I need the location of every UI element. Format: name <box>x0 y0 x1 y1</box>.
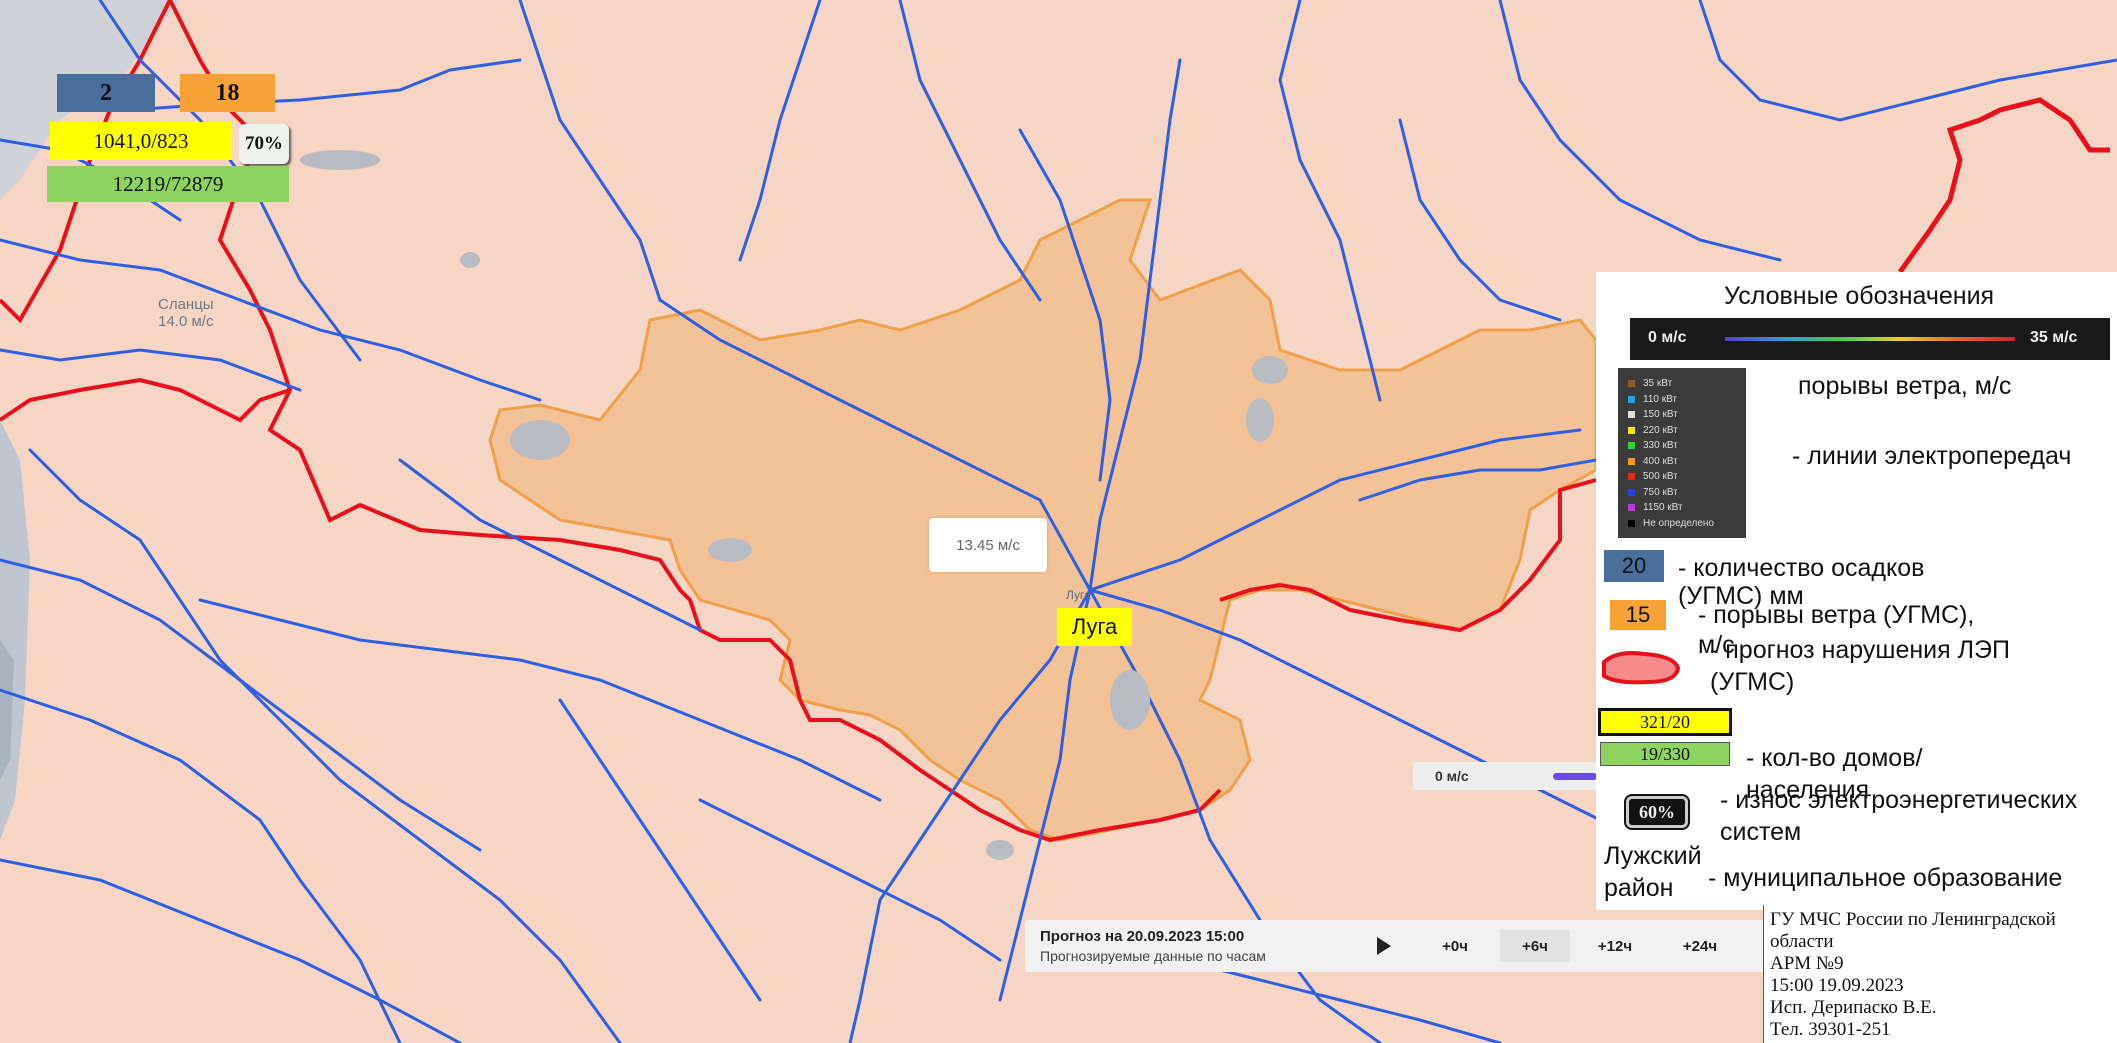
line-class-label: 220 кВт <box>1643 424 1678 436</box>
houses-box: 1041,0/823 <box>50 122 232 160</box>
line-class-item: 1150 кВт <box>1628 500 1746 516</box>
wind-popup[interactable]: 13.45 м/с <box>929 518 1047 572</box>
scale-gradient <box>1553 773 1597 780</box>
line-class-swatch <box>1628 519 1635 527</box>
legend-population-sample: 19/330 <box>1600 742 1730 766</box>
colorbar-gradient <box>1725 337 2015 341</box>
line-class-label: 330 кВт <box>1643 440 1678 452</box>
line-class-swatch <box>1628 473 1635 481</box>
line-class-label: 500 кВт <box>1643 471 1678 483</box>
forecast-button-0h[interactable]: +0ч <box>1442 937 1468 955</box>
line-class-item: 110 кВт <box>1628 392 1746 408</box>
info-block: ГУ МЧС России по Ленинградской области А… <box>1763 905 2117 1043</box>
line-class-item: 400 кВт <box>1628 454 1746 470</box>
legend-district-sample: Лужский район <box>1604 842 1702 902</box>
city-label-slantsy: Сланцы 14.0 м/с <box>158 296 214 330</box>
legend-panel: Условные обозначения 0 м/с 35 м/с порывы… <box>1596 272 2117 910</box>
wind-box: 18 <box>180 74 275 112</box>
district-label-luga[interactable]: Луга <box>1057 608 1132 646</box>
legend-title: Условные обозначения <box>1724 282 1995 310</box>
line-class-item: Не определено <box>1628 516 1746 532</box>
info-line-5: Исп. Дерипаско В.Е. <box>1770 997 1937 1018</box>
wear-sample-value: 60% <box>1639 801 1675 822</box>
line-class-item: 500 кВт <box>1628 469 1746 485</box>
legend-lep-sample <box>1602 651 1681 685</box>
line-class-swatch <box>1628 442 1635 450</box>
line-class-label: 35 кВт <box>1643 378 1673 390</box>
population-sample-value: 19/330 <box>1639 743 1690 764</box>
line-class-item: 150 кВт <box>1628 407 1746 423</box>
legend-houses-label: - кол-во домов/населения <box>1746 744 1923 804</box>
line-class-item: 220 кВт <box>1628 423 1746 439</box>
precip-sample-value: 20 <box>1621 553 1647 578</box>
wind-sample-value: 15 <box>1625 602 1651 627</box>
slantsy-wind: 14.0 м/с <box>158 313 214 330</box>
city-label-luga-small: Луга <box>1066 588 1091 602</box>
info-line-6: Тел. 39301-251 <box>1770 1019 1891 1040</box>
info-line-4: 15:00 19.09.2023 <box>1770 975 1904 996</box>
legend-precip-sample: 20 <box>1604 550 1664 582</box>
wind-scale-bar: 0 м/с <box>1413 762 1597 790</box>
legend-precip-label: - количество осадков (УГМС) мм <box>1678 554 1925 610</box>
houses-sample-value: 321/20 <box>1639 711 1690 732</box>
line-class-label: 400 кВт <box>1643 455 1678 467</box>
line-class-swatch <box>1628 504 1635 512</box>
line-class-list: 35 кВт 110 кВт 150 кВт 220 кВт 330 кВт 400 кВ… <box>1628 376 1746 531</box>
line-class-swatch <box>1628 488 1635 496</box>
colorbar-min: 0 м/с <box>1648 329 1687 346</box>
line-class-label: 110 кВт <box>1643 393 1678 405</box>
legend-lep-label: - прогноз нарушения ЛЭП (УГМС) <box>1710 636 2010 696</box>
line-class-item: 330 кВт <box>1628 438 1746 454</box>
legend-colorbar: 0 м/с 35 м/с <box>1630 318 2110 360</box>
line-class-label: 150 кВт <box>1643 409 1678 421</box>
legend-line-classes: 35 кВт 110 кВт 150 кВт 220 кВт 330 кВт 400 кВ… <box>1618 368 1746 538</box>
wear-box: 70% <box>239 124 289 164</box>
legend-gusts-label: порывы ветра, м/с <box>1798 372 2012 400</box>
line-class-swatch <box>1628 411 1635 419</box>
slantsy-name: Сланцы <box>158 296 214 313</box>
legend-wear-sample: 60% <box>1624 794 1690 830</box>
legend-wear-label: - износ электроэнергетических систем <box>1720 786 2078 846</box>
legend-wind-label: - порывы ветра (УГМС), м/с <box>1698 601 1975 659</box>
line-class-swatch <box>1628 380 1635 388</box>
colorbar-max: 35 м/с <box>2030 329 2078 346</box>
forecast-subtitle: Прогнозируемые данные по часам <box>1040 948 1266 964</box>
forecast-title: Прогноз на 20.09.2023 15:00 <box>1040 928 1245 945</box>
forecast-button-24h[interactable]: +24ч <box>1682 937 1718 955</box>
play-icon[interactable] <box>1377 937 1391 955</box>
info-line-2: области <box>1770 931 1834 952</box>
line-class-label: 1150 кВт <box>1643 502 1683 514</box>
info-line-1: ГУ МЧС России по Ленинградской <box>1770 909 2056 930</box>
legend-houses-sample: 321/20 <box>1598 708 1732 736</box>
forecast-button-12h[interactable]: +12ч <box>1597 937 1633 955</box>
precip-box: 2 <box>57 74 155 112</box>
line-class-label: 750 кВт <box>1643 486 1678 498</box>
line-class-item: 750 кВт <box>1628 485 1746 501</box>
legend-lines-label: - линии электропередач <box>1792 442 2072 470</box>
scale-min-label: 0 м/с <box>1435 768 1469 784</box>
forecast-bar[interactable]: Прогноз на 20.09.2023 15:00 Прогнозируем… <box>1025 920 1765 972</box>
line-class-label: Не определено <box>1643 517 1714 529</box>
wind-popup-value: 13.45 м/с <box>956 536 1020 554</box>
line-class-swatch <box>1628 426 1635 434</box>
line-class-swatch <box>1628 457 1635 465</box>
line-class-swatch <box>1628 395 1635 403</box>
legend-wind-sample: 15 <box>1610 600 1666 630</box>
lakes <box>300 150 1288 860</box>
line-class-item: 35 кВт <box>1628 376 1746 392</box>
population-box: 12219/72879 <box>47 166 289 202</box>
info-line-3: АРМ №9 <box>1770 953 1844 974</box>
forecast-button-6h[interactable]: +6ч <box>1500 930 1570 962</box>
legend-district-label: - муниципальное образование <box>1708 864 2063 892</box>
